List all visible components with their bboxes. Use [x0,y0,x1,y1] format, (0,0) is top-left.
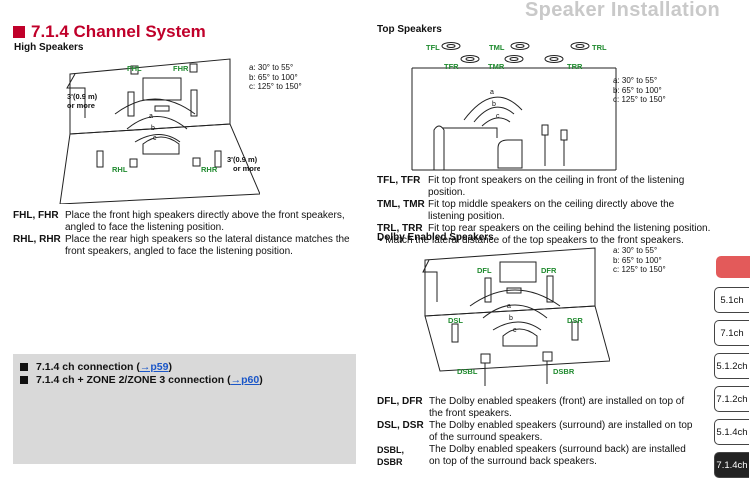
page-header-title: Speaker Installation [525,0,720,21]
connection-close: ) [168,360,172,373]
dist-label-2a: 3'(0.9 m) [227,155,258,164]
dsbr-label: DSBR [553,367,575,376]
top-desc-term: TRL, TRR [377,223,423,234]
top-desc-def: Fit top front speakers on the ceiling in… [428,175,685,198]
section-title-text: 7.1.4 Channel System [31,22,206,41]
angle-b-label: b [151,125,155,132]
connection-link-p60[interactable]: →p60 [230,373,260,386]
dolby-desc-term: DFL, DFR [377,396,423,407]
top-desc-term: TFL, TFR [377,175,421,186]
connection-item: 7.1.4 ch connection ( →p59 ) [20,360,356,373]
dist-label-2b: or more [233,164,260,173]
tab-5-1ch[interactable]: 5.1ch [714,287,749,313]
legend-c: c: 125° to 150° [613,265,666,274]
top-desc-def: Fit top middle speakers on the ceiling d… [428,199,675,222]
top-speakers-diagram: TFL TML TRL TFR TMR TRR a b c [411,42,617,171]
tfl-label: TFL [426,43,440,52]
dolby-description: DFL, DFR The Dolby enabled speakers (fro… [377,396,697,468]
legend-b: b: 65° to 100° [249,72,298,82]
legend-a: a: 30° to 55° [613,76,658,85]
dolby-speakers-subtitle: Dolby Enabled Speakers [377,232,494,243]
dolby-desc-row: DFL, DFR The Dolby enabled speakers (fro… [377,396,697,420]
connection-text: 7.1.4 ch connection ( [36,360,140,373]
dist-label-1a: 3'(0.9 m) [67,92,98,101]
channel-tabs: 5.1ch 7.1ch 5.1.2ch 7.1.2ch 5.1.4ch 7.1.… [714,287,750,485]
dsl-label: DSL [448,316,463,325]
dolby-legend: a: 30° to 55° b: 65° to 100° c: 125° to … [613,246,666,275]
dolby-desc-row: DSL, DSR The Dolby enabled speakers (sur… [377,420,697,444]
tmr-label: TMR [488,62,505,71]
top-description: TFL, TFR Fit top front speakers on the c… [377,175,712,247]
tab-7-1-2ch[interactable]: 7.1.2ch [714,386,749,412]
top-desc-def: Fit top rear speakers on the ceiling beh… [428,223,711,234]
dolby-desc-def: The Dolby enabled speakers (front) are i… [429,396,685,419]
legend-a: a: 30° to 55° [613,246,658,255]
top-desc-row: TFL, TFR Fit top front speakers on the c… [377,175,712,199]
section-title: 7.1.4 Channel System [13,22,206,42]
tml-label: TML [489,43,505,52]
high-desc-row: FHL, FHR Place the front high speakers d… [13,210,358,234]
legend-a: a: 30° to 55° [249,63,294,72]
rhr-label: RHR [201,165,218,174]
fhl-label: FHL [127,64,142,73]
tab-5-1-2ch[interactable]: 5.1.2ch [714,353,749,379]
connection-link-p59[interactable]: →p59 [139,360,169,373]
dsr-label: DSR [567,316,583,325]
connection-item: 7.1.4 ch + ZONE 2/ZONE 3 connection ( →p… [20,373,356,386]
angle-b-label: b [509,315,513,322]
dist-label-1b: or more [67,101,95,110]
legend-b: b: 65° to 100° [613,255,662,265]
angle-a-label: a [149,113,153,120]
tfr-label: TFR [444,62,459,71]
angle-a-label: a [507,303,511,310]
legend-c: c: 125° to 150° [613,95,666,104]
top-speakers-subtitle: Top Speakers [377,24,442,35]
dolby-desc-term: DSBL, DSBR [377,445,404,467]
dolby-desc-term: DSL, DSR [377,420,424,431]
tab-7-1ch[interactable]: 7.1ch [714,320,749,346]
trr-label: TRR [567,62,583,71]
dsbl-label: DSBL [457,367,478,376]
tab-7-1-4ch[interactable]: 7.1.4ch [714,452,749,478]
angle-b-label: b [492,101,496,108]
legend-c: c: 125° to 150° [249,82,302,91]
dfl-label: DFL [477,266,492,275]
angle-c-label: c [153,135,157,142]
angle-c-label: c [496,113,500,120]
square-bullet-icon [20,362,28,371]
top-legend: a: 30° to 55° b: 65° to 100° c: 125° to … [613,76,666,105]
high-desc-row: RHL, RHR Place the rear high speakers so… [13,234,358,258]
square-bullet-icon [20,375,28,384]
top-desc-row: TML, TMR Fit top middle speakers on the … [377,199,712,223]
angle-a-label: a [490,89,494,96]
high-desc-def: Place the rear high speakers so the late… [65,234,350,257]
top-note: • Match the lateral distance of the top … [379,235,684,246]
dolby-desc-def: The Dolby enabled speakers (surround bac… [429,444,686,467]
fhr-label: FHR [173,64,189,73]
rhl-label: RHL [112,165,128,174]
high-legend: a: 30° to 55° b: 65° to 100° c: 125° to … [249,63,302,92]
legend-b: b: 65° to 100° [613,85,662,95]
top-desc-term: TML, TMR [377,199,425,210]
high-speakers-diagram: 3'(0.9 m) or more 3'(0.9 m) or more FHL … [59,58,260,204]
trl-label: TRL [592,43,607,52]
high-desc-term: RHL, RHR [13,234,61,245]
high-speakers-subtitle: High Speakers [14,42,84,53]
dfr-label: DFR [541,266,557,275]
section-indicator [716,256,750,278]
tab-5-1-4ch[interactable]: 5.1.4ch [714,419,749,445]
high-desc-def: Place the front high speakers directly a… [65,210,345,233]
dolby-desc-def: The Dolby enabled speakers (surround) ar… [429,420,693,443]
section-square-icon [13,26,25,38]
connection-box: 7.1.4 ch connection ( →p59 ) 7.1.4 ch + … [13,354,356,464]
angle-c-label: c [513,327,517,334]
connection-close: ) [259,373,263,386]
high-desc-term: FHL, FHR [13,210,59,221]
dolby-desc-row: DSBL, DSBR The Dolby enabled speakers (s… [377,444,697,468]
high-description: FHL, FHR Place the front high speakers d… [13,210,358,258]
top-desc-row: TRL, TRR Fit top rear speakers on the ce… [377,223,712,235]
connection-text: 7.1.4 ch + ZONE 2/ZONE 3 connection ( [36,373,231,386]
dolby-speakers-diagram: DFL DFR DSL DSR DSBL DSBR a b c [422,247,610,386]
